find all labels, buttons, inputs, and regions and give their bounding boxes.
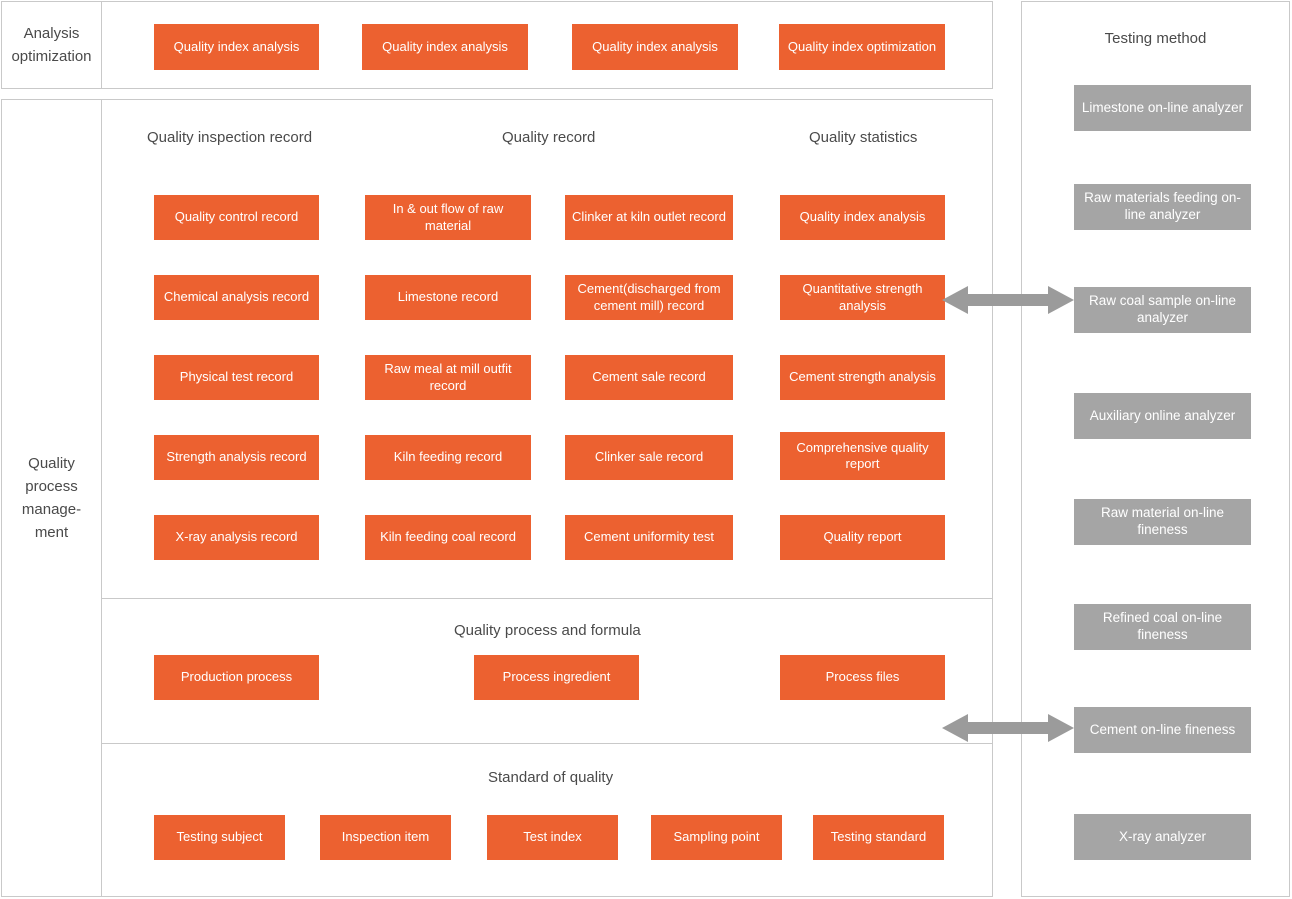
heading-quality-statistics: Quality statistics	[809, 129, 918, 146]
heading-quality-process-and-formula: Quality process and formula	[454, 622, 641, 639]
box-in-out-flow-of-raw-material[interactable]: In & out flow of raw material	[365, 195, 531, 240]
box-cement-uniformity-test[interactable]: Cement uniformity test	[565, 515, 733, 560]
section-divider-2	[102, 743, 992, 744]
box-quality-index-optimization[interactable]: Quality index optimization	[779, 24, 945, 70]
box-comprehensive-quality-report[interactable]: Comprehensive quality report	[780, 432, 945, 480]
box-physical-test-record[interactable]: Physical test record	[154, 355, 319, 400]
double-arrow-process-files	[942, 714, 1074, 742]
box-quality-index-analysis-2[interactable]: Quality index analysis	[362, 24, 528, 70]
box-xray-analysis-record[interactable]: X-ray analysis record	[154, 515, 319, 560]
box-kiln-feeding-record[interactable]: Kiln feeding record	[365, 435, 531, 480]
box-raw-coal-sample-on-line-analyzer[interactable]: Raw coal sample on-line analyzer	[1074, 287, 1251, 333]
box-refined-coal-on-line-fineness[interactable]: Refined coal on-line fineness	[1074, 604, 1251, 650]
box-quantitative-strength-analysis[interactable]: Quantitative strength analysis	[780, 275, 945, 320]
box-limestone-record[interactable]: Limestone record	[365, 275, 531, 320]
panel-testing-method: Testing method Limestone on-line analyze…	[1021, 1, 1290, 897]
box-quality-index-analysis-stat[interactable]: Quality index analysis	[780, 195, 945, 240]
box-quality-report[interactable]: Quality report	[780, 515, 945, 560]
box-sampling-point[interactable]: Sampling point	[651, 815, 782, 860]
heading-standard-of-quality: Standard of quality	[488, 769, 614, 786]
box-production-process[interactable]: Production process	[154, 655, 319, 700]
heading-quality-inspection-record: Quality inspection record	[147, 129, 313, 146]
row-label-analysis-optimization: Analysis optimization	[2, 2, 102, 88]
box-cement-discharged-from-cement-mill-record[interactable]: Cement(discharged from cement mill) reco…	[565, 275, 733, 320]
panel-analysis-optimization: Analysis optimization Quality index anal…	[1, 1, 993, 89]
double-arrow-quantitative-strength	[942, 286, 1074, 314]
box-inspection-item[interactable]: Inspection item	[320, 815, 451, 860]
row-label-quality-process-management: Quality process manage- ment	[2, 100, 102, 896]
testing-method-title: Testing method	[1104, 30, 1207, 47]
box-raw-meal-at-mill-outfit-record[interactable]: Raw meal at mill outfit record	[365, 355, 531, 400]
heading-quality-record: Quality record	[502, 129, 596, 146]
box-clinker-sale-record[interactable]: Clinker sale record	[565, 435, 733, 480]
panel-quality-process-management: Quality process manage- ment Quality ins…	[1, 99, 993, 897]
box-quality-index-analysis-3[interactable]: Quality index analysis	[572, 24, 738, 70]
box-chemical-analysis-record[interactable]: Chemical analysis record	[154, 275, 319, 320]
box-test-index[interactable]: Test index	[487, 815, 618, 860]
box-limestone-on-line-analyzer[interactable]: Limestone on-line analyzer	[1074, 85, 1251, 131]
box-process-files[interactable]: Process files	[780, 655, 945, 700]
box-cement-strength-analysis[interactable]: Cement strength analysis	[780, 355, 945, 400]
box-raw-material-on-line-fineness[interactable]: Raw material on-line fineness	[1074, 499, 1251, 545]
box-testing-standard[interactable]: Testing standard	[813, 815, 944, 860]
section-divider-1	[102, 598, 992, 599]
box-auxiliary-online-analyzer[interactable]: Auxiliary online analyzer	[1074, 393, 1251, 439]
box-clinker-at-kiln-outlet-record[interactable]: Clinker at kiln outlet record	[565, 195, 733, 240]
box-kiln-feeding-coal-record[interactable]: Kiln feeding coal record	[365, 515, 531, 560]
box-raw-materials-feeding-on-line-analyzer[interactable]: Raw materials feeding on-line analyzer	[1074, 184, 1251, 230]
box-strength-analysis-record[interactable]: Strength analysis record	[154, 435, 319, 480]
box-x-ray-analyzer[interactable]: X-ray analyzer	[1074, 814, 1251, 860]
box-process-ingredient[interactable]: Process ingredient	[474, 655, 639, 700]
box-quality-index-analysis-1[interactable]: Quality index analysis	[154, 24, 319, 70]
box-cement-sale-record[interactable]: Cement sale record	[565, 355, 733, 400]
box-testing-subject[interactable]: Testing subject	[154, 815, 285, 860]
box-quality-control-record[interactable]: Quality control record	[154, 195, 319, 240]
box-cement-on-line-fineness[interactable]: Cement on-line fineness	[1074, 707, 1251, 753]
